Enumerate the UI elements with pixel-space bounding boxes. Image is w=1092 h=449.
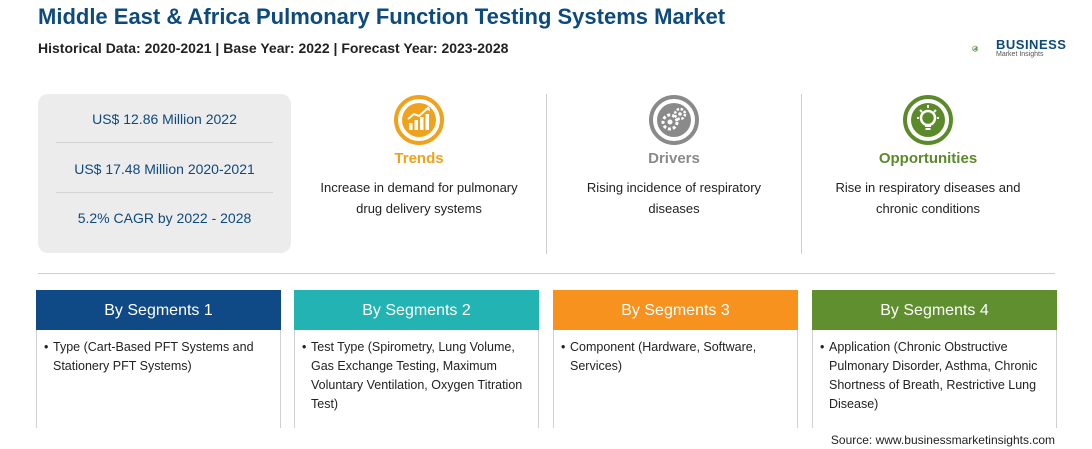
segment-card-1: By Segments 1 Type (Cart-Based PFT Syste…: [36, 290, 281, 428]
business-logo-icon: [972, 45, 979, 52]
stat-cagr: 5.2% CAGR by 2022 - 2028: [77, 210, 252, 226]
segment-2-title: By Segments 2: [294, 290, 539, 330]
segment-4-text: Application (Chronic Obstructive Pulmona…: [820, 338, 1051, 414]
segment-card-2: By Segments 2 Test Type (Spirometry, Lun…: [294, 290, 539, 428]
logo-tagline: Market Insights: [996, 51, 1044, 58]
segment-2-body: Test Type (Spirometry, Lung Volume, Gas …: [294, 330, 539, 428]
feature-desc-line: Rise in respiratory diseases and: [835, 180, 1021, 195]
feature-desc-line: diseases: [648, 201, 700, 216]
feature-opportunities-label: Opportunities: [878, 150, 978, 167]
segment-3-body: Component (Hardware, Software, Services): [553, 330, 798, 428]
segment-1-body: Type (Cart-Based PFT Systems and Station…: [36, 330, 281, 428]
feature-drivers-label: Drivers: [648, 150, 700, 167]
segment-1-text: Type (Cart-Based PFT Systems and Station…: [44, 338, 275, 376]
feature-trends-label: Trends: [394, 150, 444, 167]
trend-chart-icon: [394, 95, 444, 145]
lightbulb-icon: [903, 95, 953, 145]
feature-divider: [546, 94, 547, 254]
section-divider: [38, 273, 1055, 274]
stat-market-size-2022: US$ 12.86 Million 2022: [92, 111, 237, 127]
source-note: Source: www.businessmarketinsights.com: [830, 433, 1055, 447]
feature-desc-line: chronic conditions: [875, 201, 981, 216]
segment-card-4: By Segments 4 Application (Chronic Obstr…: [812, 290, 1057, 428]
segment-4-title: By Segments 4: [812, 290, 1057, 330]
feature-opportunities-desc: Rise in respiratory diseases and chronic…: [803, 177, 1053, 219]
feature-desc-line: Increase in demand for pulmonary: [320, 180, 518, 195]
segment-4-body: Application (Chronic Obstructive Pulmona…: [812, 330, 1057, 428]
stat-divider: [56, 142, 273, 143]
feature-trends-desc: Increase in demand for pulmonary drug de…: [294, 177, 544, 219]
feature-desc-line: Rising incidence of respiratory: [586, 180, 762, 195]
feature-trends: Trends Increase in demand for pulmonary …: [294, 94, 544, 254]
segment-3-text: Component (Hardware, Software, Services): [561, 338, 792, 376]
feature-opportunities: Opportunities Rise in respiratory diseas…: [803, 94, 1053, 254]
feature-divider: [801, 94, 802, 254]
feature-desc-line: drug delivery systems: [356, 201, 482, 216]
stats-panel: US$ 12.86 Million 2022 US$ 17.48 Million…: [38, 94, 291, 253]
segment-3-title: By Segments 3: [553, 290, 798, 330]
gears-icon: [649, 95, 699, 145]
page-subtitle: Historical Data: 2020-2021 | Base Year: …: [38, 40, 509, 56]
logo-name: BUSINESS: [996, 37, 1067, 52]
stat-divider: [56, 192, 273, 193]
segment-card-3: By Segments 3 Component (Hardware, Softw…: [553, 290, 798, 428]
page-title: Middle East & Africa Pulmonary Function …: [38, 4, 726, 29]
segment-1-title: By Segments 1: [36, 290, 281, 330]
feature-drivers: Drivers Rising incidence of respiratory …: [549, 94, 799, 254]
stat-historical-value: US$ 17.48 Million 2020-2021: [74, 161, 255, 177]
feature-drivers-desc: Rising incidence of respiratory diseases: [549, 177, 799, 219]
segment-2-text: Test Type (Spirometry, Lung Volume, Gas …: [302, 338, 533, 414]
